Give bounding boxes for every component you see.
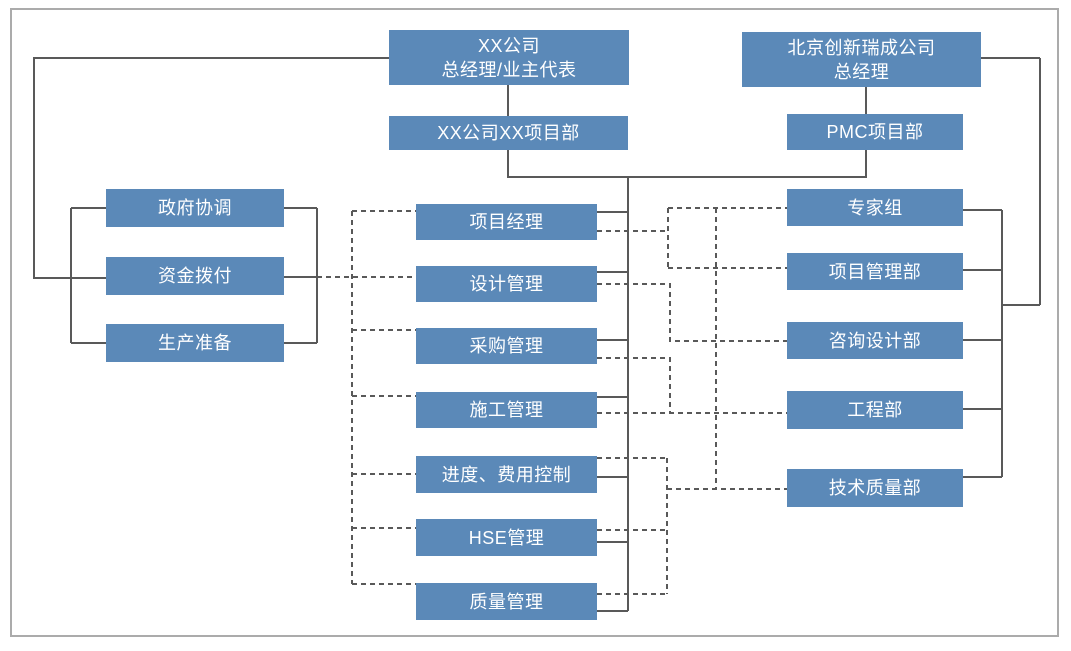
- node-pmc-project-dept: PMC项目部: [787, 114, 963, 150]
- node-hse-management: HSE管理: [416, 519, 597, 556]
- node-engineering-dept: 工程部: [787, 391, 963, 429]
- node-fund-allocation: 资金拨付: [106, 257, 284, 295]
- node-production-preparation: 生产准备: [106, 324, 284, 362]
- node-design-management: 设计管理: [416, 266, 597, 302]
- node-pmc-company-general-manager: 北京创新瑞成公司 总经理: [742, 32, 981, 87]
- node-quality-management: 质量管理: [416, 583, 597, 620]
- node-project-manager: 项目经理: [416, 204, 597, 240]
- node-project-management-dept: 项目管理部: [787, 253, 963, 290]
- node-consulting-design-dept: 咨询设计部: [787, 322, 963, 359]
- node-government-coordination: 政府协调: [106, 189, 284, 227]
- node-owner-general-manager: XX公司 总经理/业主代表: [389, 30, 629, 85]
- node-owner-project-dept: XX公司XX项目部: [389, 116, 628, 150]
- node-expert-group: 专家组: [787, 189, 963, 226]
- node-schedule-cost-control: 进度、费用控制: [416, 456, 597, 493]
- node-construction-management: 施工管理: [416, 392, 597, 428]
- node-procurement-management: 采购管理: [416, 328, 597, 364]
- node-technical-quality-dept: 技术质量部: [787, 469, 963, 507]
